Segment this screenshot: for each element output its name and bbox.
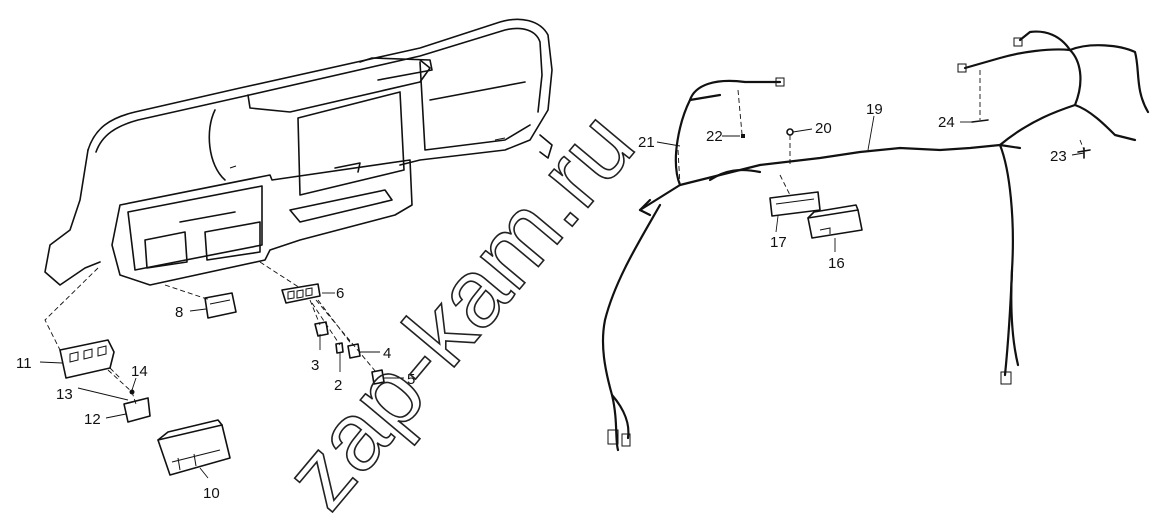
switch-5 bbox=[371, 369, 385, 385]
callout-10: 10 bbox=[203, 485, 220, 502]
assembly-line bbox=[1079, 139, 1085, 151]
assembly-line bbox=[44, 267, 99, 351]
wiring-harness-19 bbox=[601, 30, 1150, 452]
connector bbox=[607, 429, 619, 445]
unit-16 bbox=[807, 204, 863, 239]
assembly-line bbox=[677, 149, 681, 186]
callout-22: 22 bbox=[706, 128, 723, 145]
clip-20 bbox=[786, 128, 794, 136]
callout-4: 4 bbox=[383, 345, 391, 362]
assembly-line bbox=[164, 284, 211, 301]
connector bbox=[957, 63, 967, 73]
callout-24: 24 bbox=[938, 114, 955, 131]
callout-14: 14 bbox=[131, 363, 148, 380]
bracket-17 bbox=[769, 191, 821, 217]
switch-2 bbox=[335, 342, 344, 354]
switch-block-6 bbox=[281, 283, 321, 304]
callout-11: 11 bbox=[16, 355, 32, 372]
assembly-line bbox=[309, 299, 377, 373]
assembly-line bbox=[107, 369, 137, 405]
assembly-line bbox=[779, 174, 791, 196]
assembly-line bbox=[259, 261, 301, 289]
connector bbox=[1013, 37, 1023, 47]
connector bbox=[1000, 371, 1012, 385]
callout-8: 8 bbox=[175, 304, 183, 321]
connector bbox=[775, 77, 785, 87]
leader-lines bbox=[39, 115, 1085, 479]
cover-8 bbox=[204, 292, 237, 319]
clip-22 bbox=[741, 134, 745, 138]
bracket-11 bbox=[59, 339, 115, 379]
watermark: zap-kam.ru bbox=[264, 92, 655, 521]
switch-3 bbox=[314, 321, 329, 337]
assembly-line bbox=[109, 367, 121, 379]
callout-17: 17 bbox=[770, 234, 787, 251]
callout-19: 19 bbox=[866, 101, 883, 118]
callout-3: 3 bbox=[311, 357, 319, 374]
radio-unit-10 bbox=[157, 419, 231, 476]
connector bbox=[621, 433, 631, 447]
clip-12 bbox=[123, 397, 151, 423]
dashboard-panel bbox=[44, 18, 553, 286]
assembly-line bbox=[737, 89, 743, 135]
callout-21: 21 bbox=[638, 134, 655, 151]
callout-2: 2 bbox=[334, 377, 342, 394]
callout-23: 23 bbox=[1050, 148, 1067, 165]
callout-13: 13 bbox=[56, 386, 73, 403]
callout-labels: 6 3 2 4 5 8 11 14 13 12 10 17 16 19 20 2… bbox=[16, 101, 1067, 502]
clip-24 bbox=[971, 119, 989, 123]
switch-4 bbox=[347, 343, 361, 359]
callout-20: 20 bbox=[815, 120, 832, 137]
callout-5: 5 bbox=[407, 371, 415, 388]
callout-16: 16 bbox=[828, 255, 845, 272]
callout-6: 6 bbox=[336, 285, 344, 302]
callout-12: 12 bbox=[84, 411, 101, 428]
